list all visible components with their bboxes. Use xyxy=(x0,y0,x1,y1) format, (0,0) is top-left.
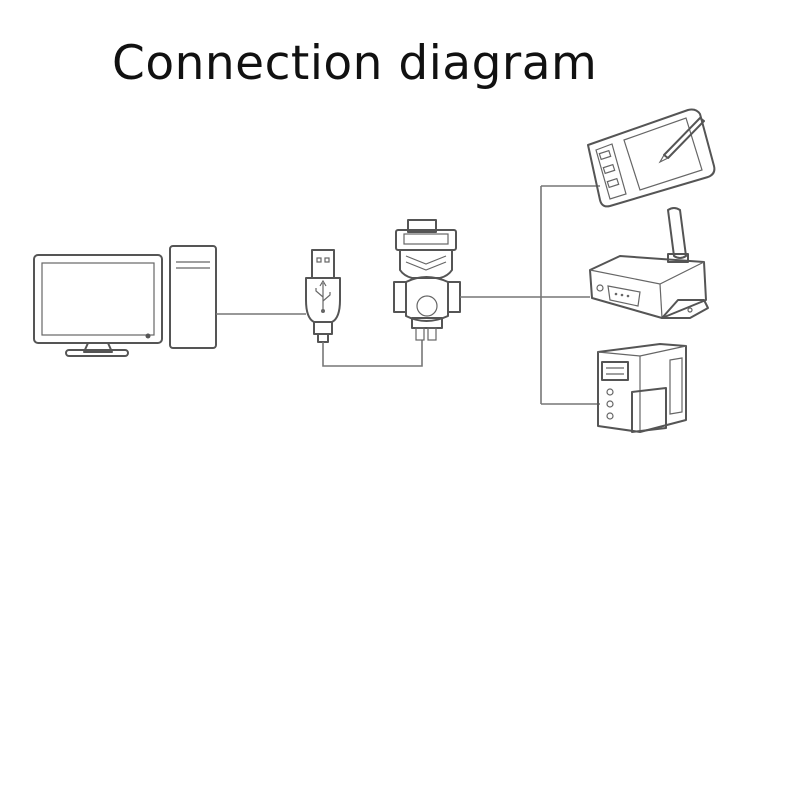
wire-usb-db9 xyxy=(322,340,423,367)
desktop-computer-icon xyxy=(33,245,217,357)
drawing-tablet-icon xyxy=(587,108,716,208)
industrial-printer-icon xyxy=(597,343,687,433)
usb-plug-icon xyxy=(305,249,341,343)
branch-wires xyxy=(460,185,600,405)
serial-device-server-icon xyxy=(589,207,709,319)
diagram-title: Connection diagram xyxy=(112,36,598,91)
db9-serial-connector-icon xyxy=(393,219,461,341)
